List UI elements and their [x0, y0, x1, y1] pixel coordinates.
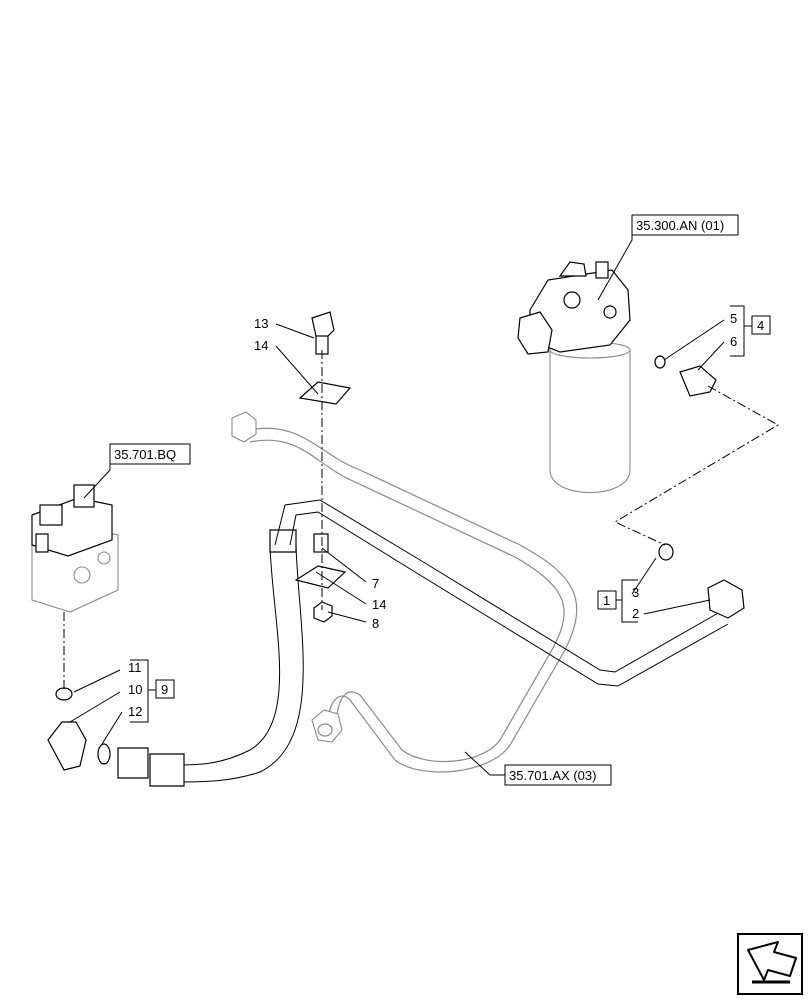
callout-1: 1	[603, 593, 610, 608]
callout-6: 6	[730, 334, 737, 349]
reference-pipe-text[interactable]: 35.701.AX (03)	[509, 768, 596, 783]
upper-pipe	[274, 499, 745, 687]
filter-assembly	[517, 261, 631, 494]
reference-valve-text[interactable]: 35.701.BQ	[114, 447, 176, 462]
main-hose	[117, 529, 304, 787]
assembly-lines	[63, 350, 780, 690]
ghost-pipe	[231, 411, 578, 773]
group-bracket-9	[130, 659, 175, 723]
callout-12: 12	[128, 704, 142, 719]
callout-7: 7	[372, 576, 379, 591]
callout-9: 9	[161, 682, 168, 697]
callout-10: 10	[128, 682, 142, 697]
callout-13: 13	[254, 316, 268, 331]
callout-4: 4	[757, 318, 764, 333]
leader-lines	[69, 235, 725, 776]
callout-labels: 13 14 7 14 8 5 6 4 3 2 1 11 10 12 9	[128, 311, 764, 719]
callout-8: 8	[372, 616, 379, 631]
callout-2: 2	[632, 606, 639, 621]
callout-11: 11	[128, 660, 142, 675]
group-bracket-4	[730, 305, 771, 357]
callout-14-lower: 14	[372, 597, 386, 612]
valve-block	[31, 484, 119, 613]
small-parts	[47, 311, 717, 771]
reference-valve-box[interactable]: 35.701.BQ	[109, 443, 191, 465]
callout-3: 3	[632, 585, 639, 600]
arrow-previous-page-icon[interactable]	[737, 933, 803, 995]
reference-filter-text[interactable]: 35.300.AN (01)	[636, 218, 724, 233]
reference-filter-box[interactable]: 35.300.AN (01)	[631, 214, 739, 236]
group-bracket-1	[597, 579, 638, 623]
callout-14-upper: 14	[254, 338, 268, 353]
callout-5: 5	[730, 311, 737, 326]
reference-pipe-box[interactable]: 35.701.AX (03)	[504, 764, 612, 786]
